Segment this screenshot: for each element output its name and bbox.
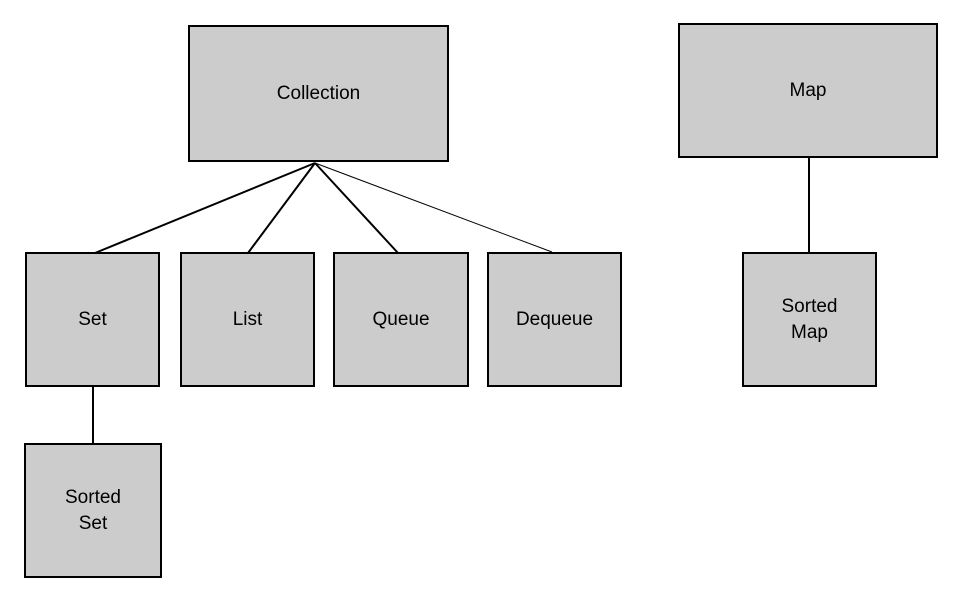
node-sorted-map-label: Sorted Map <box>781 295 838 343</box>
node-queue-label: Queue <box>372 308 430 330</box>
node-list[interactable]: List <box>180 252 315 387</box>
node-dequeue-label: Dequeue <box>515 308 594 330</box>
node-map-label: Map <box>789 79 827 101</box>
connector-collection-set <box>94 162 316 254</box>
connector-collection-list <box>247 162 316 254</box>
node-sorted-set[interactable]: Sorted Set <box>24 443 162 578</box>
node-collection-label: Collection <box>276 82 361 104</box>
connector-collection-dequeue <box>314 162 553 253</box>
connector-collection-queue <box>314 162 399 254</box>
node-collection[interactable]: Collection <box>188 25 449 162</box>
node-list-label: List <box>232 308 263 330</box>
node-set-label: Set <box>78 308 107 330</box>
node-dequeue[interactable]: Dequeue <box>487 252 622 387</box>
node-set[interactable]: Set <box>25 252 160 387</box>
node-queue[interactable]: Queue <box>333 252 469 387</box>
node-sorted-map[interactable]: Sorted Map <box>742 252 877 387</box>
node-sorted-set-label: Sorted Set <box>65 486 121 534</box>
node-map[interactable]: Map <box>678 23 938 158</box>
